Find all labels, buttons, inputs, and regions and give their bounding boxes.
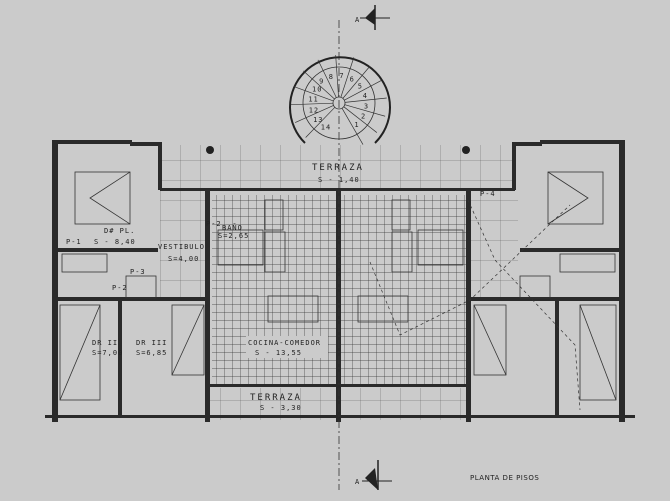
stair-step-number: 4 xyxy=(363,92,368,100)
room-labels: TERRAZA S - 1,40 D# PL. S - 8,40 VESTIBU… xyxy=(66,163,496,412)
vestibulo-name: VESTIBULO xyxy=(158,243,205,251)
section-marker-label-top: A xyxy=(355,16,360,24)
stair-tread xyxy=(344,97,387,103)
stair-tread xyxy=(341,108,364,145)
stair-step-number: 3 xyxy=(364,102,369,110)
stair-step-number: 9 xyxy=(319,78,324,86)
vestibulo-area: S=4,00 xyxy=(168,255,199,263)
stair-step-number: 6 xyxy=(350,76,355,84)
stair-tread xyxy=(343,106,378,133)
walls xyxy=(45,140,635,422)
door-tag: P-4 xyxy=(480,190,496,198)
stair-step-number: 11 xyxy=(308,96,318,104)
stair-tread xyxy=(335,55,339,98)
stair-tread xyxy=(317,59,337,98)
stair-step-number: 12 xyxy=(309,106,319,114)
stair-tread xyxy=(344,104,386,117)
terraza-bottom-name: TERRAZA xyxy=(250,393,302,403)
section-marker-top: A xyxy=(355,5,390,30)
dormitorio-3-name: DR III xyxy=(136,339,167,347)
terraza-top-area: S - 1,40 xyxy=(318,176,360,184)
stair-tread xyxy=(291,102,334,106)
furniture xyxy=(59,171,617,401)
drawing-title: PLANTA DE PISOS xyxy=(470,474,539,482)
stair-tread xyxy=(293,86,334,102)
terraza-bottom-area: S - 3,30 xyxy=(260,404,302,412)
door-tag: P-2 xyxy=(206,220,222,228)
stair-tread xyxy=(303,70,335,100)
dormitorio-principal-area: S - 8,40 xyxy=(94,238,136,246)
stair-step-number: 13 xyxy=(313,116,323,124)
door-tag: P-2 xyxy=(112,284,128,292)
door-tag: P-3 xyxy=(130,268,146,276)
section-marker-bottom: A xyxy=(355,460,392,490)
stair-tread xyxy=(340,57,355,98)
dormitorio-principal-name: D# PL. xyxy=(104,227,135,235)
cocina-comedor-area: S - 13,55 xyxy=(255,349,302,357)
cocina-comedor-name: COCINA-COMEDOR xyxy=(248,339,321,347)
bano-name: BAÑO xyxy=(222,223,243,232)
section-marker-label-bottom: A xyxy=(355,478,360,486)
stair-step-number: 1 xyxy=(354,121,359,129)
dormitorio-2-name: DR II xyxy=(92,339,118,347)
bano-area: S=2,65 xyxy=(218,232,249,240)
dormitorio-3-area: S=6,85 xyxy=(136,349,167,357)
stair-tread xyxy=(295,105,334,123)
stair-step-number: 7 xyxy=(339,72,344,80)
stair-step-number: 5 xyxy=(358,82,363,90)
electrical-lines xyxy=(369,199,581,411)
stair-tread xyxy=(342,66,371,99)
stair-tread xyxy=(344,80,382,101)
stair-tread xyxy=(305,107,336,138)
dormitorio-2-area: S=7,00 xyxy=(92,349,123,357)
stair-step-number: 14 xyxy=(321,123,331,131)
stair-step-number: 8 xyxy=(329,73,334,81)
stair-step-number: 10 xyxy=(312,86,322,94)
door-tag: P-1 xyxy=(66,238,82,246)
stair-step-number: 2 xyxy=(361,113,366,121)
terraza-top-name: TERRAZA xyxy=(312,163,364,173)
